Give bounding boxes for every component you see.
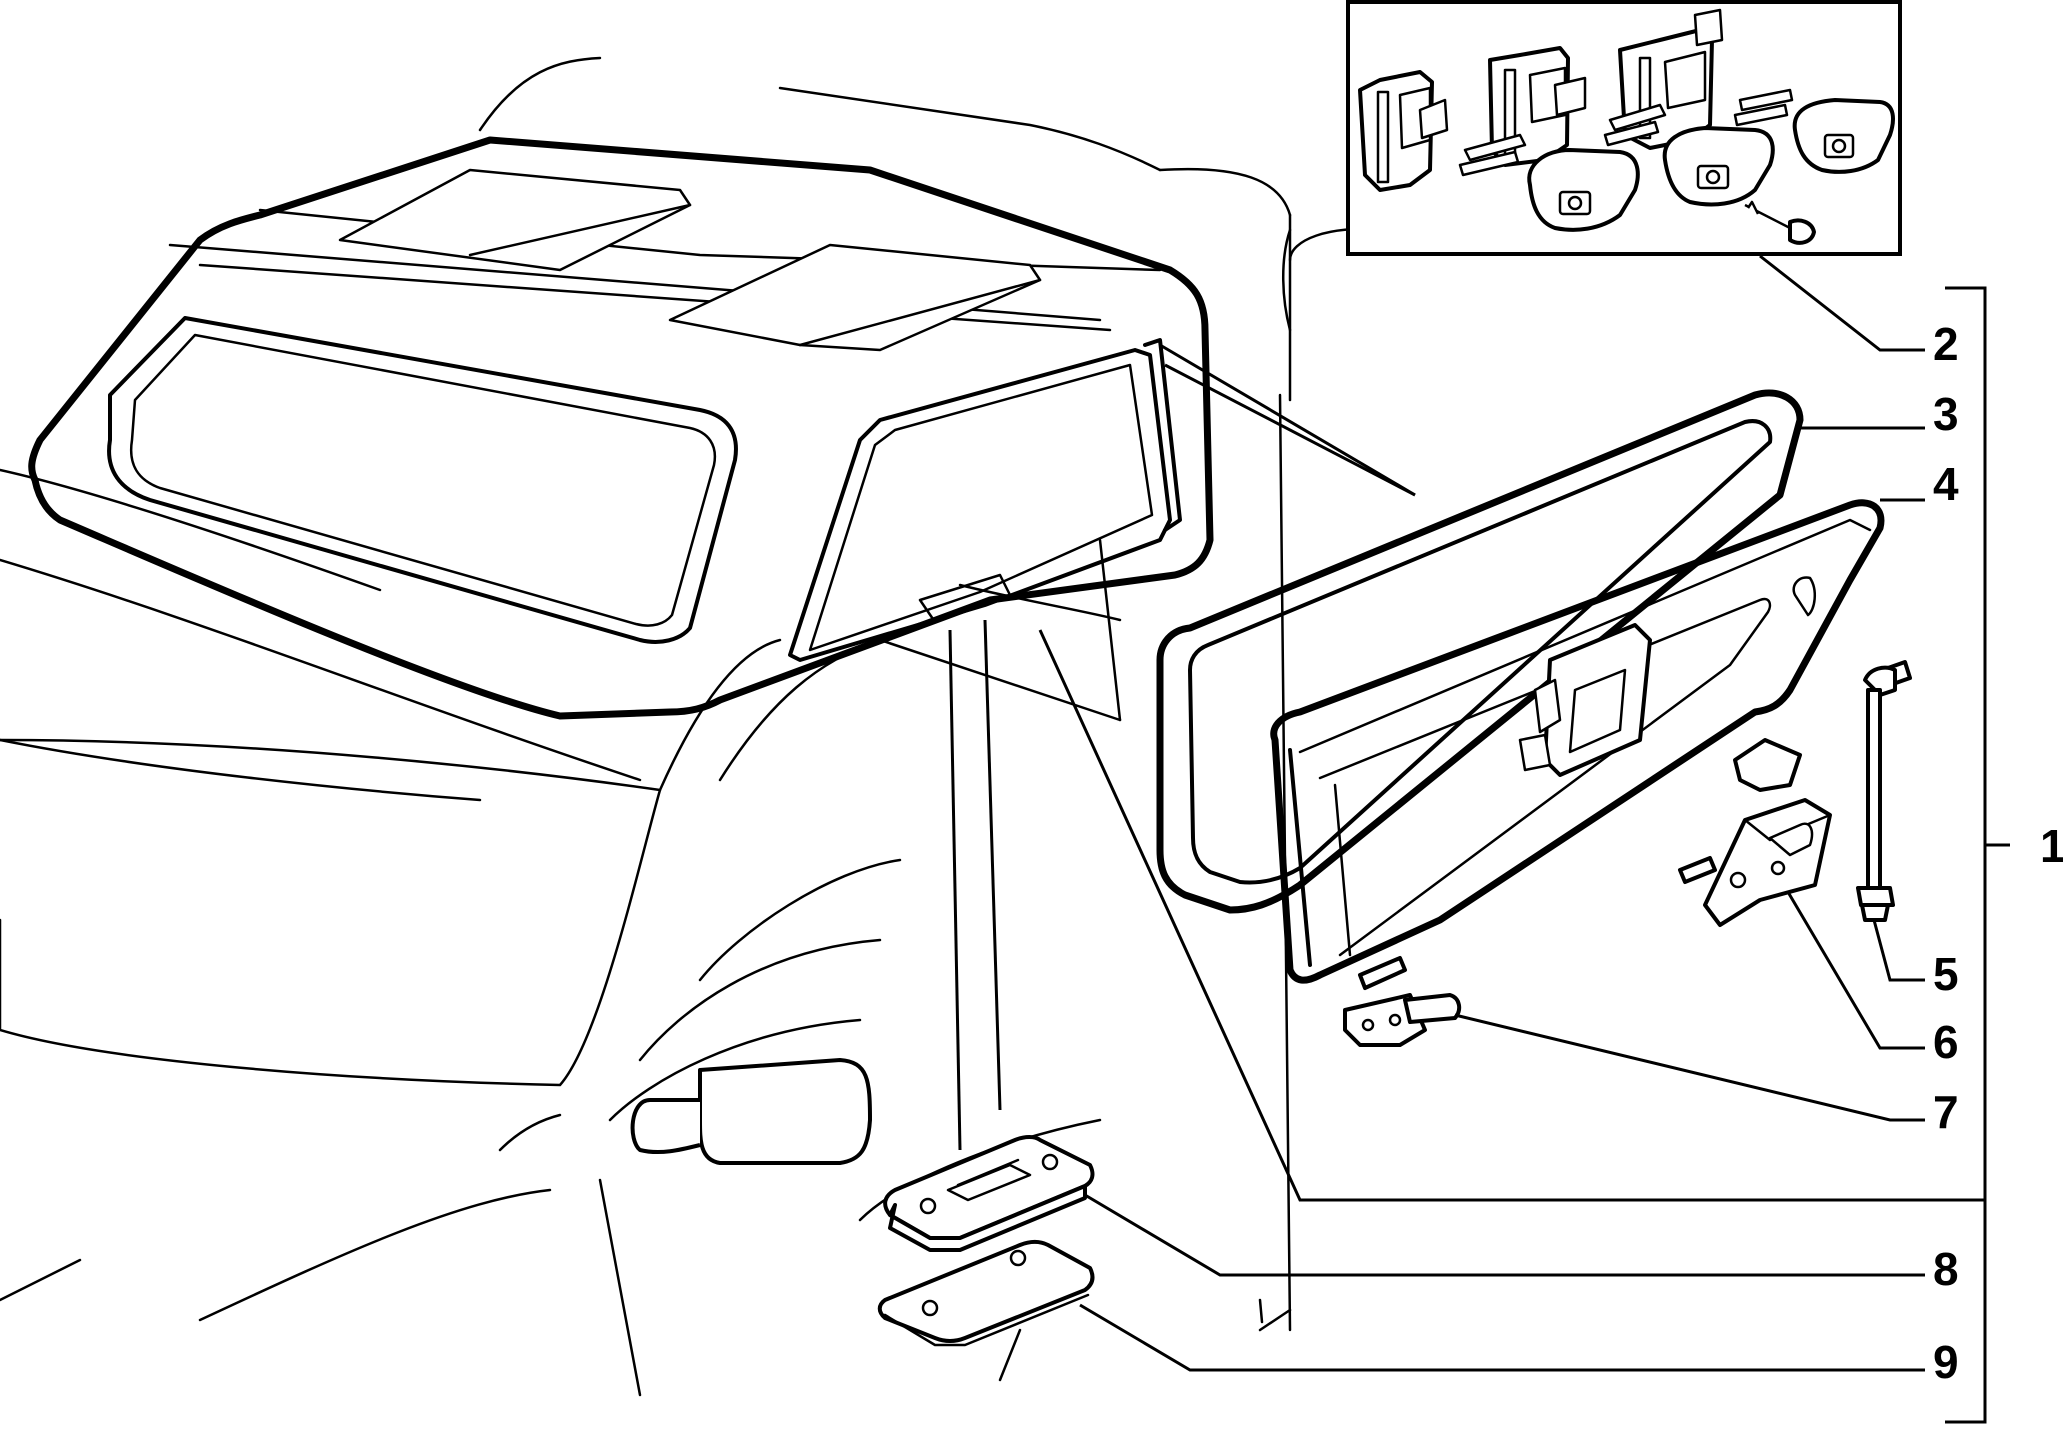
callout-1: 1 bbox=[2040, 820, 2063, 872]
hinge-part bbox=[1343, 993, 1462, 1047]
locking-plate bbox=[883, 1135, 1095, 1252]
callout-9: 9 bbox=[1933, 1336, 1959, 1388]
callout-6: 6 bbox=[1933, 1016, 1959, 1068]
rear-door-seal bbox=[1156, 389, 1804, 914]
callout-4: 4 bbox=[1933, 458, 1959, 510]
rear-door-panel bbox=[1270, 499, 1885, 990]
lock-kit-inset bbox=[1346, 0, 1902, 256]
callout-8: 8 bbox=[1933, 1243, 1959, 1295]
hardtop-canopy bbox=[28, 136, 1214, 720]
gasket bbox=[877, 1240, 1095, 1347]
leader-lines bbox=[948, 254, 2010, 1424]
striker-bracket bbox=[1703, 798, 1832, 927]
callout-2: 2 bbox=[1933, 318, 1959, 370]
callout-7: 7 bbox=[1933, 1086, 1959, 1138]
callout-5: 5 bbox=[1933, 948, 1959, 1000]
bolt-part bbox=[1856, 660, 1912, 922]
callout-3: 3 bbox=[1933, 388, 1959, 440]
callout-labels: 1 2 3 4 5 6 7 8 9 bbox=[1933, 318, 2063, 1388]
vehicle-body bbox=[0, 56, 1382, 1397]
